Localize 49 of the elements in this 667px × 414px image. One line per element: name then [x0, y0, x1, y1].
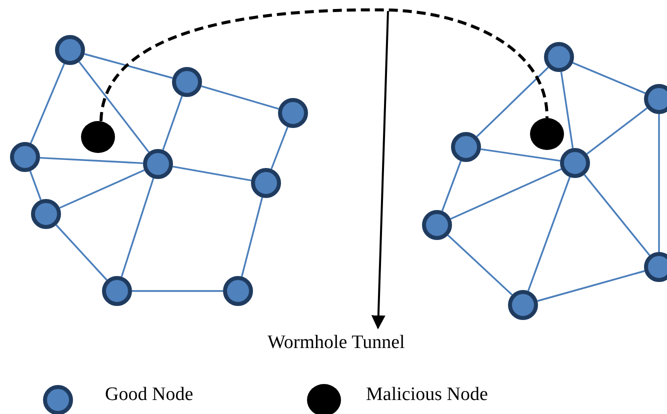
network-link [30, 63, 65, 144]
good-node-circle [55, 35, 85, 65]
good-node-circle [560, 148, 590, 178]
network-link [658, 114, 660, 252]
network-link [586, 107, 648, 155]
network-link [172, 166, 252, 182]
network-link [78, 61, 150, 153]
dashed-tunnel-line [100, 8, 548, 122]
network-link [29, 170, 42, 200]
good-node-circle [451, 132, 481, 162]
network-link [132, 290, 223, 292]
network-link [527, 176, 571, 292]
network-link [441, 160, 462, 212]
good-node-circle [10, 142, 40, 172]
good-node-circle [31, 199, 61, 229]
network-link [201, 85, 279, 110]
network-link [162, 96, 183, 150]
network-link [450, 168, 562, 220]
good-node-circle [544, 42, 574, 72]
good-node-circle [102, 276, 132, 306]
tunnel-label: Wormhole Tunnel [268, 332, 405, 354]
network-link [120, 178, 154, 277]
good-node-circle [422, 210, 452, 240]
malicious-node-circle [530, 118, 564, 150]
network-link [584, 174, 650, 256]
good-node-circle [251, 168, 281, 198]
legend-label: Malicious Node [366, 384, 488, 406]
good-node-circle [143, 149, 173, 179]
network-link [560, 72, 574, 148]
network-link [447, 234, 513, 296]
good-node-circle [223, 276, 253, 306]
network-link [537, 270, 645, 302]
good-node-circle [508, 290, 538, 320]
network-link [84, 53, 173, 79]
network-link [56, 224, 108, 281]
network-link [59, 169, 145, 209]
good-node-circle [644, 84, 667, 114]
network-link [270, 126, 288, 170]
legend-label: Good Node [105, 384, 194, 406]
network-link [40, 156, 144, 164]
good-node-circle [644, 252, 667, 282]
network-link [480, 148, 560, 162]
malicious-node-circle [81, 121, 115, 153]
network-link [476, 66, 549, 138]
arrow [371, 10, 389, 330]
good-node-circle [278, 98, 308, 128]
network-link [572, 62, 646, 94]
network-link [240, 197, 264, 277]
good-node-circle [172, 67, 202, 97]
